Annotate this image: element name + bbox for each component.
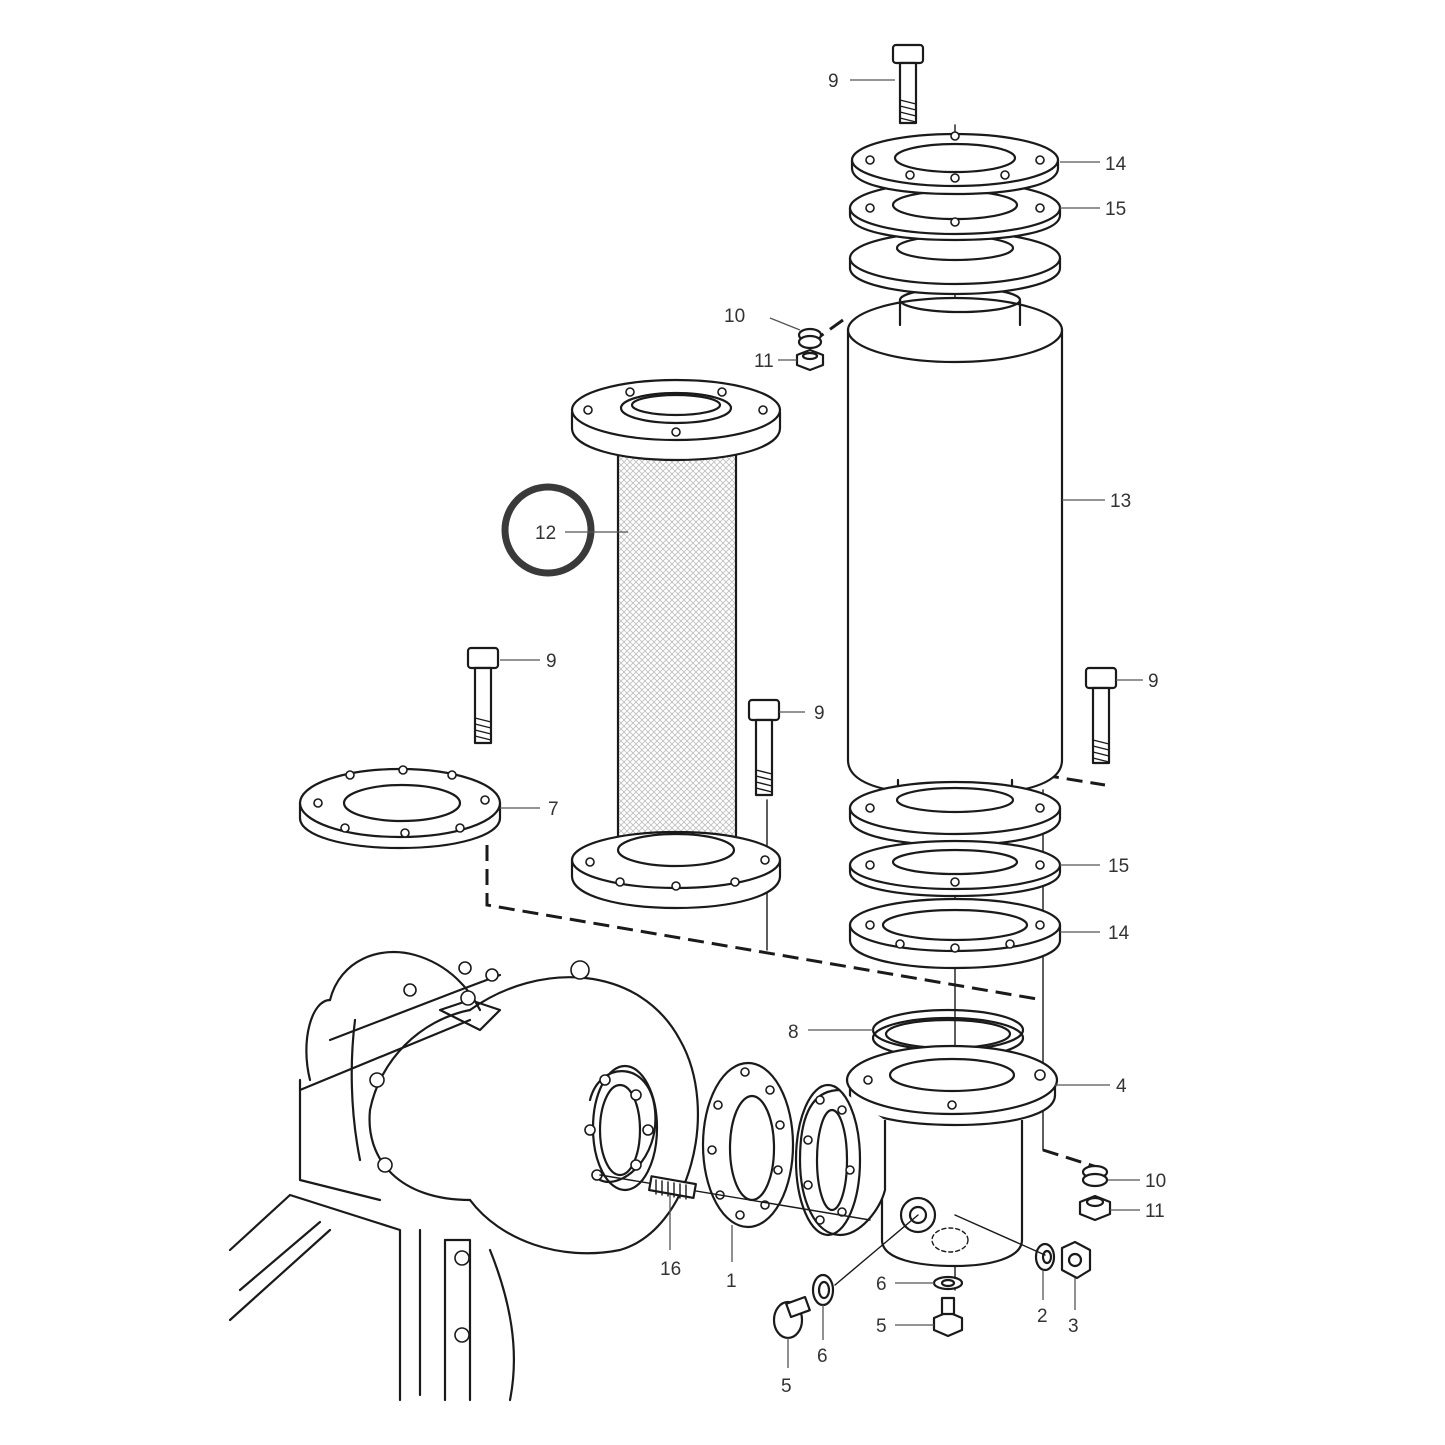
elbow-housing-4	[794, 1044, 1059, 1268]
flange-7	[298, 765, 502, 850]
part-12-highlight	[501, 483, 595, 577]
gasket-1	[599, 1061, 871, 1229]
turbocharger-housing	[228, 950, 699, 1402]
label-9-top: 9	[828, 71, 839, 92]
bolt-9-left	[466, 646, 500, 745]
bolt-9-right	[1084, 666, 1118, 765]
plug-5-left	[772, 1295, 811, 1340]
bolt-9-middle	[747, 698, 781, 797]
washer-6-right	[932, 1275, 964, 1291]
label-5-right: 5	[876, 1316, 887, 1337]
label-6-right: 6	[876, 1274, 887, 1295]
leader-lines	[500, 79, 1143, 1368]
label-8: 8	[788, 1022, 799, 1043]
washer-nut-10-11-top	[795, 327, 825, 372]
label-14-bottom: 14	[1108, 923, 1130, 944]
part-labels: 9 14 15 10 11 13 12 9 9 9 7 15 14 8 4 10…	[535, 71, 1166, 1397]
muffler-13	[846, 286, 1064, 802]
label-4: 4	[1116, 1076, 1127, 1097]
label-10-top: 10	[724, 306, 745, 327]
label-1: 1	[726, 1271, 737, 1292]
top-flange-stack	[848, 131, 1062, 296]
nut-3	[1060, 1240, 1092, 1280]
nut-5-right	[932, 1296, 964, 1338]
label-9-middle: 9	[814, 703, 825, 724]
label-9-right: 9	[1148, 671, 1159, 692]
washer-6-left	[811, 1273, 835, 1307]
washer-nut-10-11-bottom	[1078, 1164, 1112, 1222]
label-15-bottom: 15	[1108, 856, 1129, 877]
bottom-flange-stack	[848, 780, 1062, 970]
label-10-bottom: 10	[1145, 1171, 1166, 1192]
stud-16	[648, 1175, 697, 1200]
washer-2	[1034, 1242, 1056, 1272]
label-15-top: 15	[1105, 199, 1126, 220]
label-3: 3	[1068, 1316, 1079, 1337]
label-12: 12	[535, 523, 556, 544]
pipe-12	[570, 378, 782, 910]
label-14-top: 14	[1105, 154, 1127, 175]
label-7: 7	[548, 799, 559, 820]
label-13: 13	[1110, 491, 1131, 512]
label-5-left: 5	[781, 1376, 792, 1397]
label-2: 2	[1037, 1306, 1048, 1327]
label-11-top: 11	[754, 351, 774, 372]
label-16: 16	[660, 1259, 681, 1280]
label-6-left: 6	[817, 1346, 828, 1367]
label-9-left: 9	[546, 651, 557, 672]
label-11-bottom: 11	[1145, 1201, 1165, 1222]
bolt-9-top	[891, 43, 925, 125]
